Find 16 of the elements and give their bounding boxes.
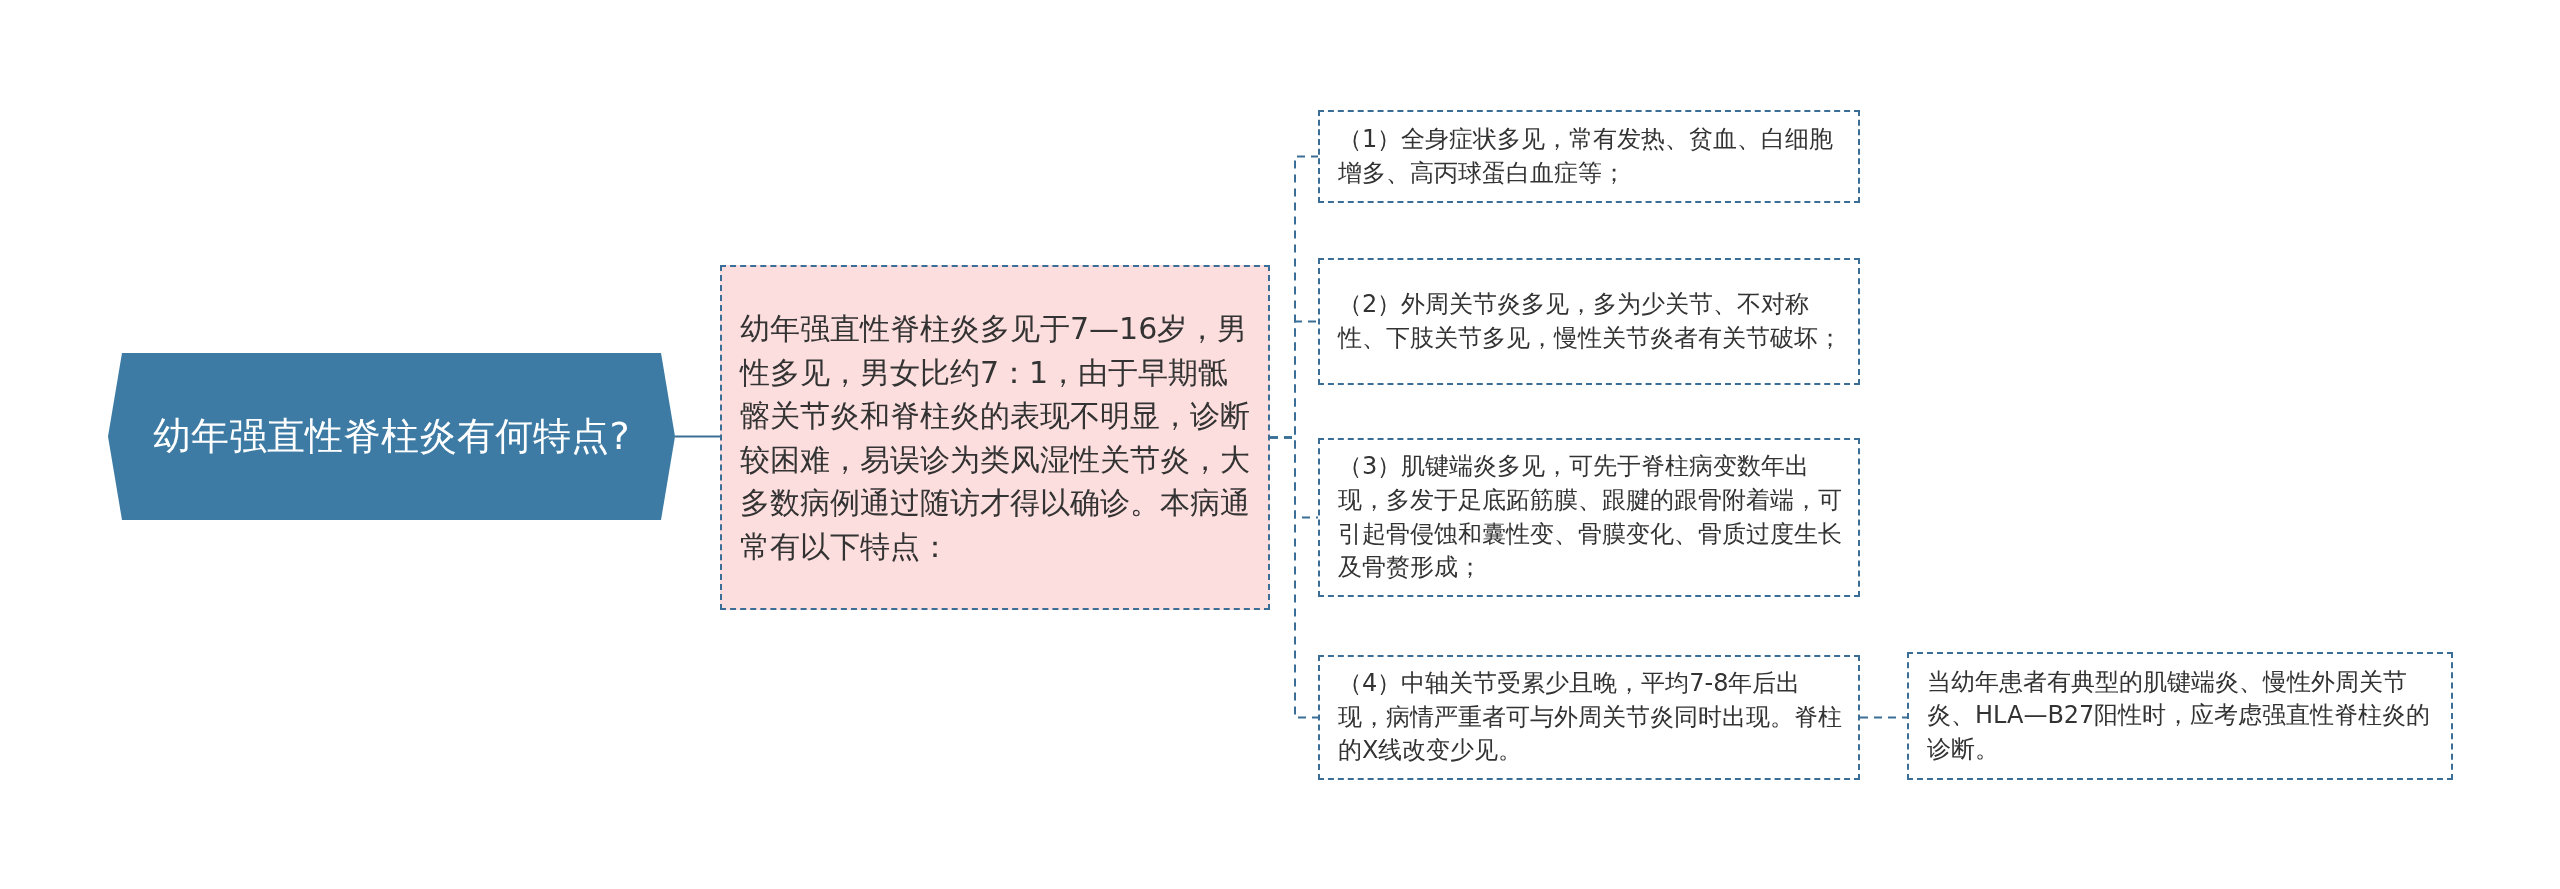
connector-line <box>1269 436 1319 719</box>
note-box <box>1318 110 1860 203</box>
node-text: （1）全身症状多见，常有发热、贫血、白细胞增多、高丙球蛋白血症等； <box>1337 123 1835 189</box>
node-text: 幼年强直性脊柱炎有何特点? <box>152 412 631 460</box>
node-text: 幼年强直性脊柱炎多见于7—16岁，男性多见，男女比约7：1，由于早期骶髂关节炎和脊柱炎的表现不明显，诊断较困难，易误诊为类风湿性关节炎，大多数病例通过随访才得以确诊。本病通常有以下特点： <box>738 310 1251 566</box>
node-text: （3）肌键端炎多见，可先于脊柱病变数年出现，多发于足底跖筋膜、跟腱的跟骨附着端，可引起骨侵蚀和囊性变、骨膜变化、骨质过度生长及骨赘形成； <box>1337 451 1843 584</box>
note-box <box>1318 655 1860 780</box>
note-box <box>1907 652 2453 780</box>
note-box <box>1318 438 1860 597</box>
node-text: （2）外周关节炎多见，多为少关节、不对称性、下肢关节多见，慢性关节炎者有关节破坏； <box>1336 288 1843 354</box>
connector-line <box>1859 716 1908 719</box>
summary-box <box>720 265 1270 610</box>
connector-line <box>674 435 721 438</box>
node-text: （4）中轴关节受累少且晚，平均7-8年后出现，病情严重者可与外周关节炎同时出现。脊柱的X线改变少见。 <box>1337 668 1843 767</box>
node-text: 当幼年患者有典型的肌键端炎、慢性外周关节炎、HLA—B27阳性时，应考虑强直性脊柱炎的诊断。 <box>1926 666 2432 765</box>
note-box <box>1318 258 1860 385</box>
